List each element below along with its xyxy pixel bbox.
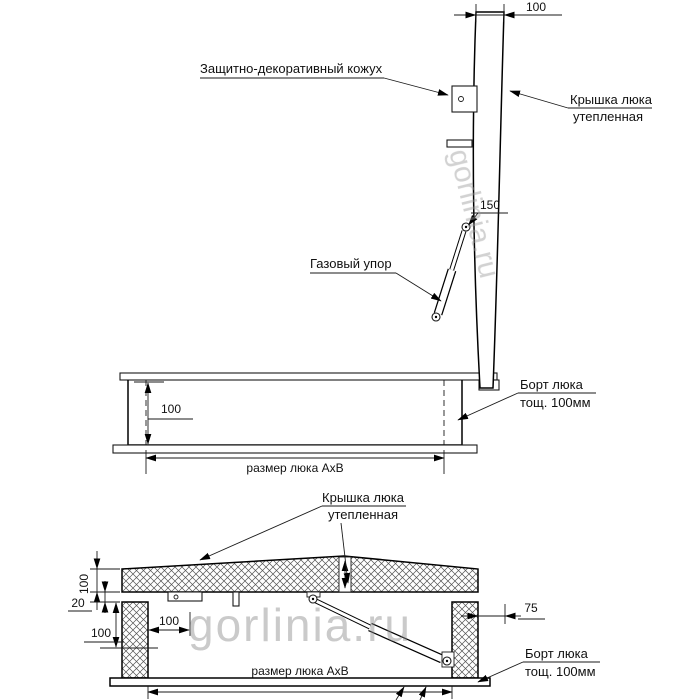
bottom-flange	[112, 444, 478, 454]
callout-cover-bottom: Крышка люка утепленная	[199, 490, 406, 584]
cover-bracket	[446, 139, 473, 148]
pin-detail	[232, 591, 240, 607]
cover-label-line1: Крышка люка	[570, 92, 653, 107]
dim-label-75: 75	[524, 601, 538, 615]
dim-gap-20: 20	[68, 581, 120, 613]
bort-label2-line2: тощ. 100мм	[525, 664, 596, 679]
bort-label-line2: тощ. 100мм	[520, 395, 591, 410]
dim-label-100-top: 100	[526, 0, 546, 14]
bort-label-line1: Борт люка	[520, 377, 584, 392]
dim-label-100-lower: 100	[91, 626, 111, 640]
top-view: 100 150 100 размер люка АхВ Защитно-деко…	[112, 0, 653, 475]
lock-detail	[167, 591, 203, 602]
callout-cover-top: Крышка люка утепленная	[509, 90, 653, 124]
dim-bort-lower-100: 100	[84, 602, 124, 648]
gas-strut-label: Газовый упор	[310, 256, 392, 271]
callout-bort-bottom: Борт люка тощ. 100мм	[477, 646, 600, 683]
bort-wall-left	[121, 601, 149, 679]
cover-label2-line2: утепленная	[328, 507, 398, 522]
dim-label-100-bort: 100	[161, 402, 181, 416]
gas-strut-stowed	[306, 591, 455, 668]
dim-cover-thickness-section: 100	[77, 551, 120, 610]
casing-label: Защитно-декоративный кожух	[200, 61, 383, 76]
dim-label-100-width: 100	[159, 614, 179, 628]
gas-strut	[431, 222, 471, 322]
dim-label-size-top: размер люка АхВ	[246, 461, 343, 475]
bottom-view: 100 20 100 100 75	[68, 490, 600, 700]
dim-flange-75: 75	[461, 601, 545, 624]
dim-label-150: 150	[480, 198, 500, 212]
bort-wall-right	[451, 601, 479, 679]
dim-label-20: 20	[71, 596, 85, 610]
callout-gas-strut: Газовый упор	[310, 256, 442, 302]
protective-casing	[451, 85, 478, 113]
hatch-cover-open	[446, 11, 505, 389]
callout-casing: Защитно-декоративный кожух	[200, 61, 449, 96]
dim-strut-offset: 150	[468, 198, 508, 226]
dim-label-size-bottom: размер люка АхВ	[251, 664, 348, 678]
bottom-flange-section	[109, 677, 491, 687]
bort-label2-line1: Борт люка	[525, 646, 589, 661]
dim-label-100-cover: 100	[77, 574, 91, 594]
cover-label-line2: утепленная	[573, 109, 643, 124]
cover-section	[121, 555, 479, 593]
dim-hatch-size-top: размер люка АхВ	[145, 450, 445, 475]
dim-cover-thickness-top: 100	[454, 0, 562, 22]
dim-bort-width-100: 100	[148, 612, 191, 636]
callout-bort-top: Борт люка тощ. 100мм	[457, 377, 596, 421]
cover-label2-line1: Крышка люка	[322, 490, 405, 505]
watermark-text-bottom: gorlinia.ru	[188, 599, 412, 651]
dim-bort-height: 100	[134, 381, 193, 445]
